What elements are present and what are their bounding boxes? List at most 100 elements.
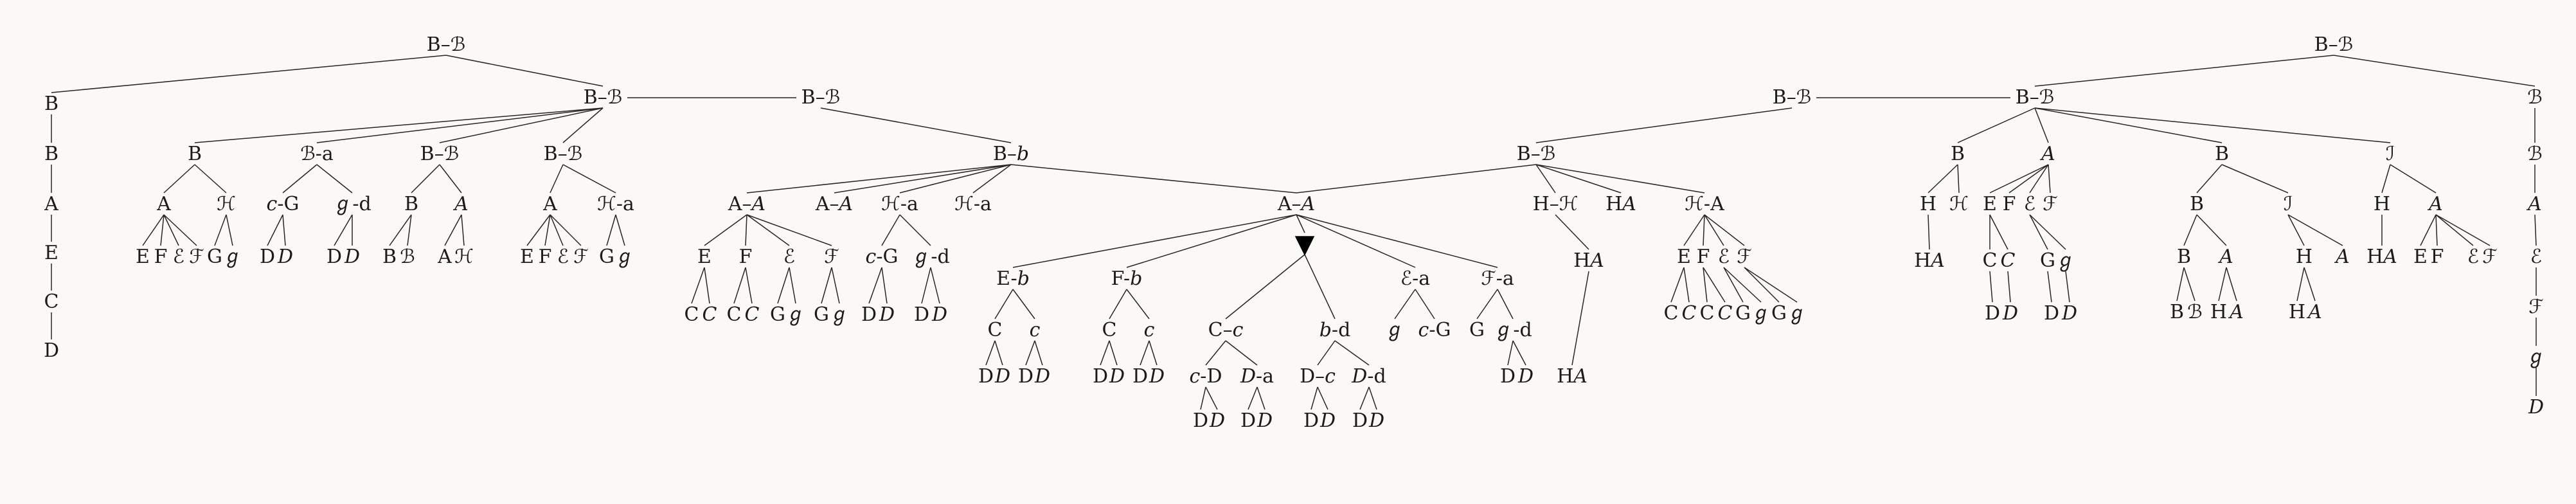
tree-node-g3a: B [404, 193, 419, 215]
tree-node-g4c5: G [599, 246, 614, 268]
tree-node-bbr2: B–ℬ [2015, 86, 2055, 109]
script-letter: c [266, 193, 278, 215]
script-letter: ℱ [824, 246, 839, 268]
script-letter: D [1368, 410, 1385, 432]
tree-node-frc2: C [1718, 304, 1733, 323]
tree-node-fac2d2: D [1518, 367, 1534, 386]
tree-node-h3c1: H [2288, 301, 2306, 323]
tree-node-ar2: A [2041, 145, 2055, 164]
tree-edge [899, 164, 1012, 194]
tree-node-g1h: ℋ [217, 195, 236, 214]
tree-edge [1296, 214, 1305, 233]
tree-edge [921, 267, 931, 304]
tree-edge [1304, 254, 1336, 320]
tree-edge [461, 214, 465, 246]
tree-node-e5c2: C [702, 305, 717, 325]
tree-edge [868, 267, 882, 304]
tree-edge [562, 107, 604, 143]
tree-node-bbr1: B–ℬ [1772, 86, 1812, 109]
tree-edge [1205, 386, 1218, 410]
tree-node-g1root: B [187, 143, 202, 165]
script-letter: ℬ [300, 143, 316, 165]
tree-edge [194, 107, 604, 143]
script-letter: D [1209, 410, 1226, 432]
tree-node-t1: B–ℬ [426, 33, 466, 56]
tree-edge [267, 214, 283, 246]
tree-edge [930, 267, 940, 304]
tree-node-gr2: G [2040, 249, 2055, 272]
tree-node-ff5: ℱ [824, 248, 839, 267]
tree-edge [615, 214, 625, 246]
tree-edge [1535, 164, 1705, 194]
tree-edge [1704, 214, 1745, 246]
tree-node-cr2: C [1982, 249, 1998, 272]
tree-node-fr2: F [2002, 193, 2016, 215]
tree-node-r0b: ℬ [2527, 145, 2543, 164]
tree-edge [994, 289, 1014, 320]
script-letter: b [1319, 319, 1332, 341]
tree-node-g4c3: ℰ [557, 248, 569, 267]
script-letter: A [2429, 193, 2443, 215]
script-letter: ℱ [573, 246, 589, 268]
tree-node-dr2a: D [1984, 302, 2001, 325]
tree-edge [899, 214, 931, 246]
tree-node-ea: ℰ-a [1400, 267, 1431, 290]
tree-edge [1126, 214, 1297, 268]
tree-node-fbc1d2: D [1109, 367, 1125, 386]
tree-node-a3d: A [2336, 248, 2350, 267]
tree-edge [1296, 214, 1498, 268]
script-letter: ℊ [1385, 319, 1404, 341]
script-letter: D [2061, 302, 2078, 325]
tree-node-ffrc2: ℊ [1787, 304, 1807, 323]
tree-node-r0d: ℰ [2530, 248, 2542, 267]
tree-node-br3: B [2214, 143, 2230, 165]
tree-edge [985, 340, 996, 366]
tree-node-ffrc1: G [1771, 302, 1787, 325]
tree-edge [1535, 107, 1793, 143]
script-letter: ℐ [2283, 193, 2293, 215]
tree-edge [316, 164, 353, 194]
tree-edge [1497, 289, 1514, 320]
tree-node-erc2: C [1682, 304, 1697, 323]
script-letter: D [344, 246, 361, 268]
tree-node-e5c1: C [684, 303, 699, 326]
tree-node-i4: ℐ [2386, 145, 2395, 164]
tree-node-cg6: c-G [865, 246, 899, 268]
tree-node-fbc1: C [1102, 319, 1117, 341]
tree-node-ff5c1: G [814, 303, 829, 326]
tree-edge [1957, 164, 1960, 194]
tree-node-fb: F-b [1111, 267, 1143, 290]
tree-node-f5c1: C [726, 303, 742, 326]
script-letter: ℰ [172, 246, 185, 268]
tree-edge [282, 214, 286, 246]
script-letter: ℰ [557, 246, 569, 268]
script-letter: ℋ [1559, 193, 1579, 215]
tree-node-hr2a: H [1919, 193, 1937, 215]
tree-node-fac1: G [1469, 319, 1485, 341]
tree-edge [1296, 214, 1416, 268]
tree-node-c2: B [44, 143, 59, 165]
tree-edge [1703, 267, 1708, 303]
tree-edge [2287, 214, 2343, 246]
tree-node-b3b: B [2176, 246, 2192, 268]
tree-node-fbc2d2: D [1149, 367, 1165, 386]
tree-edge [2034, 107, 2049, 143]
tree-node-aac: A–A [1277, 193, 1316, 215]
tree-edge [2218, 267, 2227, 302]
tree-node-frc1: C [1699, 302, 1715, 325]
tree-edge [1225, 340, 1258, 366]
tree-edge [1109, 289, 1127, 320]
tree-edge [1100, 340, 1110, 366]
script-letter: ℰ [2530, 246, 2543, 268]
tree-node-g2c1: D [259, 246, 276, 268]
tree-node-bd2d2: D [1369, 411, 1384, 431]
tree-edge [1555, 214, 1589, 250]
tree-node-ee4: ℰ [2467, 248, 2479, 267]
tree-edge [834, 164, 1012, 194]
tree-node-eerc2: ℊ [1751, 304, 1771, 323]
tree-edge [2226, 267, 2237, 302]
tree-edge [1415, 289, 1435, 320]
script-letter: ℋ [1949, 193, 1969, 215]
tree-node-cg6c1: D [861, 303, 877, 326]
